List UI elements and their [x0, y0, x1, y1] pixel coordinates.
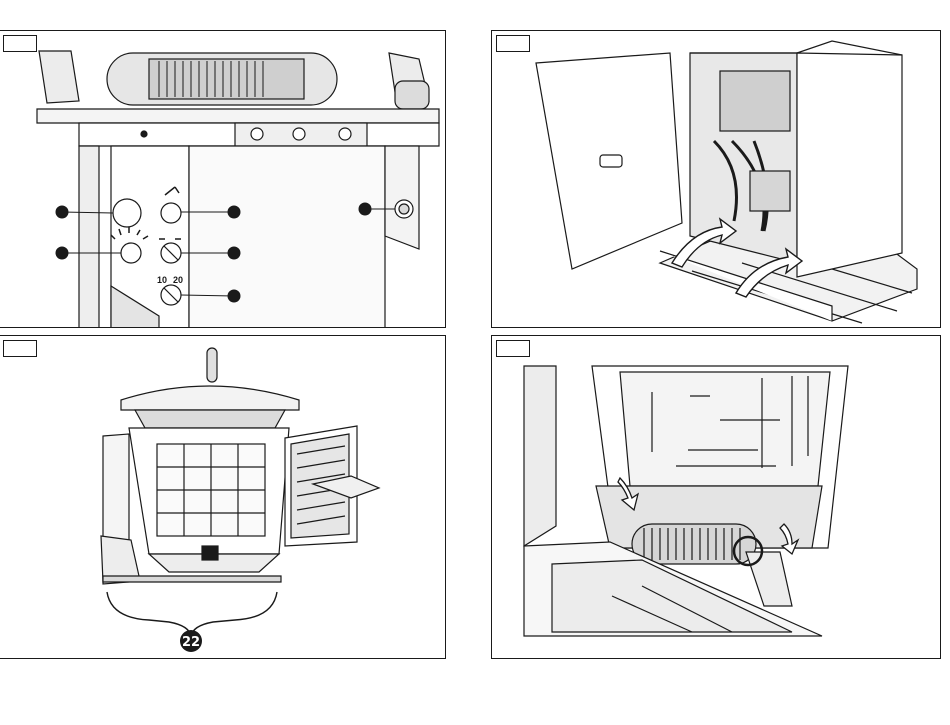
panel-label-box [496, 35, 530, 52]
dial-scale-high: 20 [173, 275, 183, 285]
figure-panel-control-panel: 10 20 [0, 30, 446, 328]
side-removal-illustration [492, 31, 941, 328]
figure-panel-open-machine: 22 [0, 335, 446, 659]
hinge-detail-illustration [492, 336, 941, 659]
figure-panel-hinge-detail [491, 335, 941, 659]
figure-panel-side-removal [491, 30, 941, 328]
dial-scale-low: 10 [157, 275, 167, 285]
open-machine-illustration: 22 [0, 336, 446, 659]
control-panel-illustration: 10 20 [0, 31, 446, 328]
panel-label-box [496, 340, 530, 357]
panel-label-box [3, 35, 37, 52]
callout-number: 22 [182, 635, 200, 650]
panel-label-box [3, 340, 37, 357]
